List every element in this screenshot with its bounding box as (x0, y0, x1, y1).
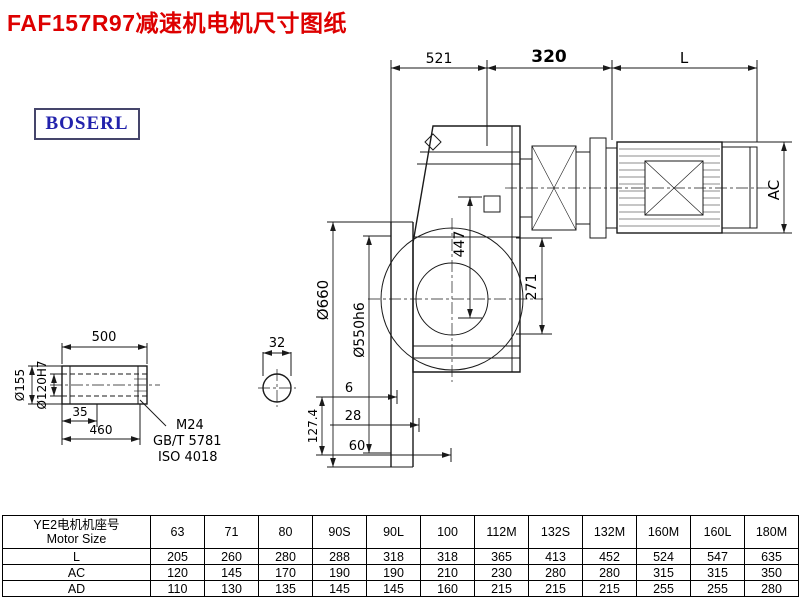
dim-28: 28 (345, 409, 362, 424)
table-cell: 110 (150, 580, 205, 597)
table-cell: 135 (258, 580, 313, 597)
table-header-en: Motor Size (46, 532, 107, 546)
dim-460: 460 (90, 423, 113, 437)
dim-127-4: 127.4 (306, 409, 320, 443)
table-cell: 120 (150, 564, 205, 581)
table-cell: 365 (474, 548, 529, 565)
table-size-col: 160M (636, 515, 691, 549)
label-gbt-5781: GB/T 5781 (153, 434, 222, 449)
table-cell: 315 (636, 564, 691, 581)
flange-dimensions: Ø660 Ø550h6 (314, 221, 391, 468)
gearbox-outline (368, 125, 543, 468)
table-cell: 260 (204, 548, 259, 565)
dim-320: 320 (531, 47, 567, 67)
table-cell: 318 (420, 548, 475, 565)
table-header-cn: YE2电机机座号 (33, 518, 120, 532)
table-size-col: 132M (582, 515, 637, 549)
table-cell: 452 (582, 548, 637, 565)
table-cell: 635 (744, 548, 799, 565)
inspection-plug (483, 195, 501, 213)
table-cell: 350 (744, 564, 799, 581)
table-cell: 547 (690, 548, 745, 565)
table-cell: 255 (690, 580, 745, 597)
dim-521: 521 (426, 51, 453, 67)
boserl-logo: BOSERL (34, 108, 140, 140)
table-size-col: 90S (312, 515, 367, 549)
dim-60: 60 (349, 439, 366, 454)
table-cell: 280 (582, 564, 637, 581)
page-title: FAF157R97减速机电机尺寸图纸 (7, 10, 348, 36)
table-cell: 190 (366, 564, 421, 581)
shaft-detail: 500 Ø155 Ø120H7 35 460 M24 GB/T 5781 ISO… (13, 330, 222, 465)
dim-120H7: Ø120H7 (35, 360, 49, 409)
table-cell: 190 (312, 564, 367, 581)
gearbox-dimensions: 447 271 (452, 196, 552, 335)
table-header-motor-size: YE2电机机座号 Motor Size (2, 515, 151, 549)
table-size-col: 112M (474, 515, 529, 549)
dim-500: 500 (92, 330, 117, 345)
table-size-col: 100 (420, 515, 475, 549)
eyebolt-icon (424, 133, 442, 151)
table-cell: 280 (528, 564, 583, 581)
table-cell: 524 (636, 548, 691, 565)
table-cell: 230 (474, 564, 529, 581)
table-header-row: YE2电机机座号 Motor Size 63 71 80 90S 90L 100… (2, 515, 799, 549)
dim-271: 271 (524, 274, 540, 301)
table-cell: 145 (204, 564, 259, 581)
table-cell: 130 (204, 580, 259, 597)
table-size-col: 90L (366, 515, 421, 549)
row-label: AD (2, 580, 151, 597)
row-label: L (2, 548, 151, 565)
table-cell: 280 (258, 548, 313, 565)
table-size-col: 160L (690, 515, 745, 549)
table-cell: 145 (366, 580, 421, 597)
fan-cover (721, 146, 758, 229)
motor (505, 141, 770, 234)
table-cell: 210 (420, 564, 475, 581)
table-row-AD: AD 110 130 135 145 145 160 215 215 215 2… (2, 580, 799, 597)
table-cell: 145 (312, 580, 367, 597)
dim-AC: AC (765, 180, 783, 200)
table-cell: 215 (582, 580, 637, 597)
table-cell: 255 (636, 580, 691, 597)
table-cell: 170 (258, 564, 313, 581)
dim-660: Ø660 (314, 280, 332, 320)
table-size-col: 180M (744, 515, 799, 549)
table-cell: 315 (690, 564, 745, 581)
table-cell: 288 (312, 548, 367, 565)
table-cell: 215 (474, 580, 529, 597)
table-cell: 280 (744, 580, 799, 597)
dim-6: 6 (345, 381, 353, 396)
table-size-col: 132S (528, 515, 583, 549)
row-label: AC (2, 564, 151, 581)
table-size-col: 63 (150, 515, 205, 549)
dim-155: Ø155 (13, 369, 27, 401)
dim-550h6: Ø550h6 (352, 302, 368, 358)
table-cell: 413 (528, 548, 583, 565)
table-size-col: 80 (258, 515, 313, 549)
table-cell: 160 (420, 580, 475, 597)
table-cell: 215 (528, 580, 583, 597)
label-iso-4018: ISO 4018 (158, 450, 218, 465)
ac-dimension: AC (722, 141, 792, 234)
motor-dimensions-table: YE2电机机座号 Motor Size 63 71 80 90S 90L 100… (2, 515, 799, 597)
dim-32: 32 (269, 336, 286, 351)
dim-447: 447 (452, 231, 468, 258)
table-size-col: 71 (204, 515, 259, 549)
table-row-L: L 205 260 280 288 318 318 365 413 452 52… (2, 548, 799, 565)
hole-detail: 32 (258, 336, 296, 407)
table-row-AC: AC 120 145 170 190 190 210 230 280 280 3… (2, 564, 799, 581)
table-cell: 205 (150, 548, 205, 565)
dim-35: 35 (72, 405, 87, 419)
bottom-dimensions: 6 28 60 127.4 (306, 381, 452, 462)
table-cell: 318 (366, 548, 421, 565)
dim-L: L (680, 49, 689, 67)
top-dimensions: 521 320 L (390, 47, 758, 222)
label-m24: M24 (176, 418, 204, 433)
